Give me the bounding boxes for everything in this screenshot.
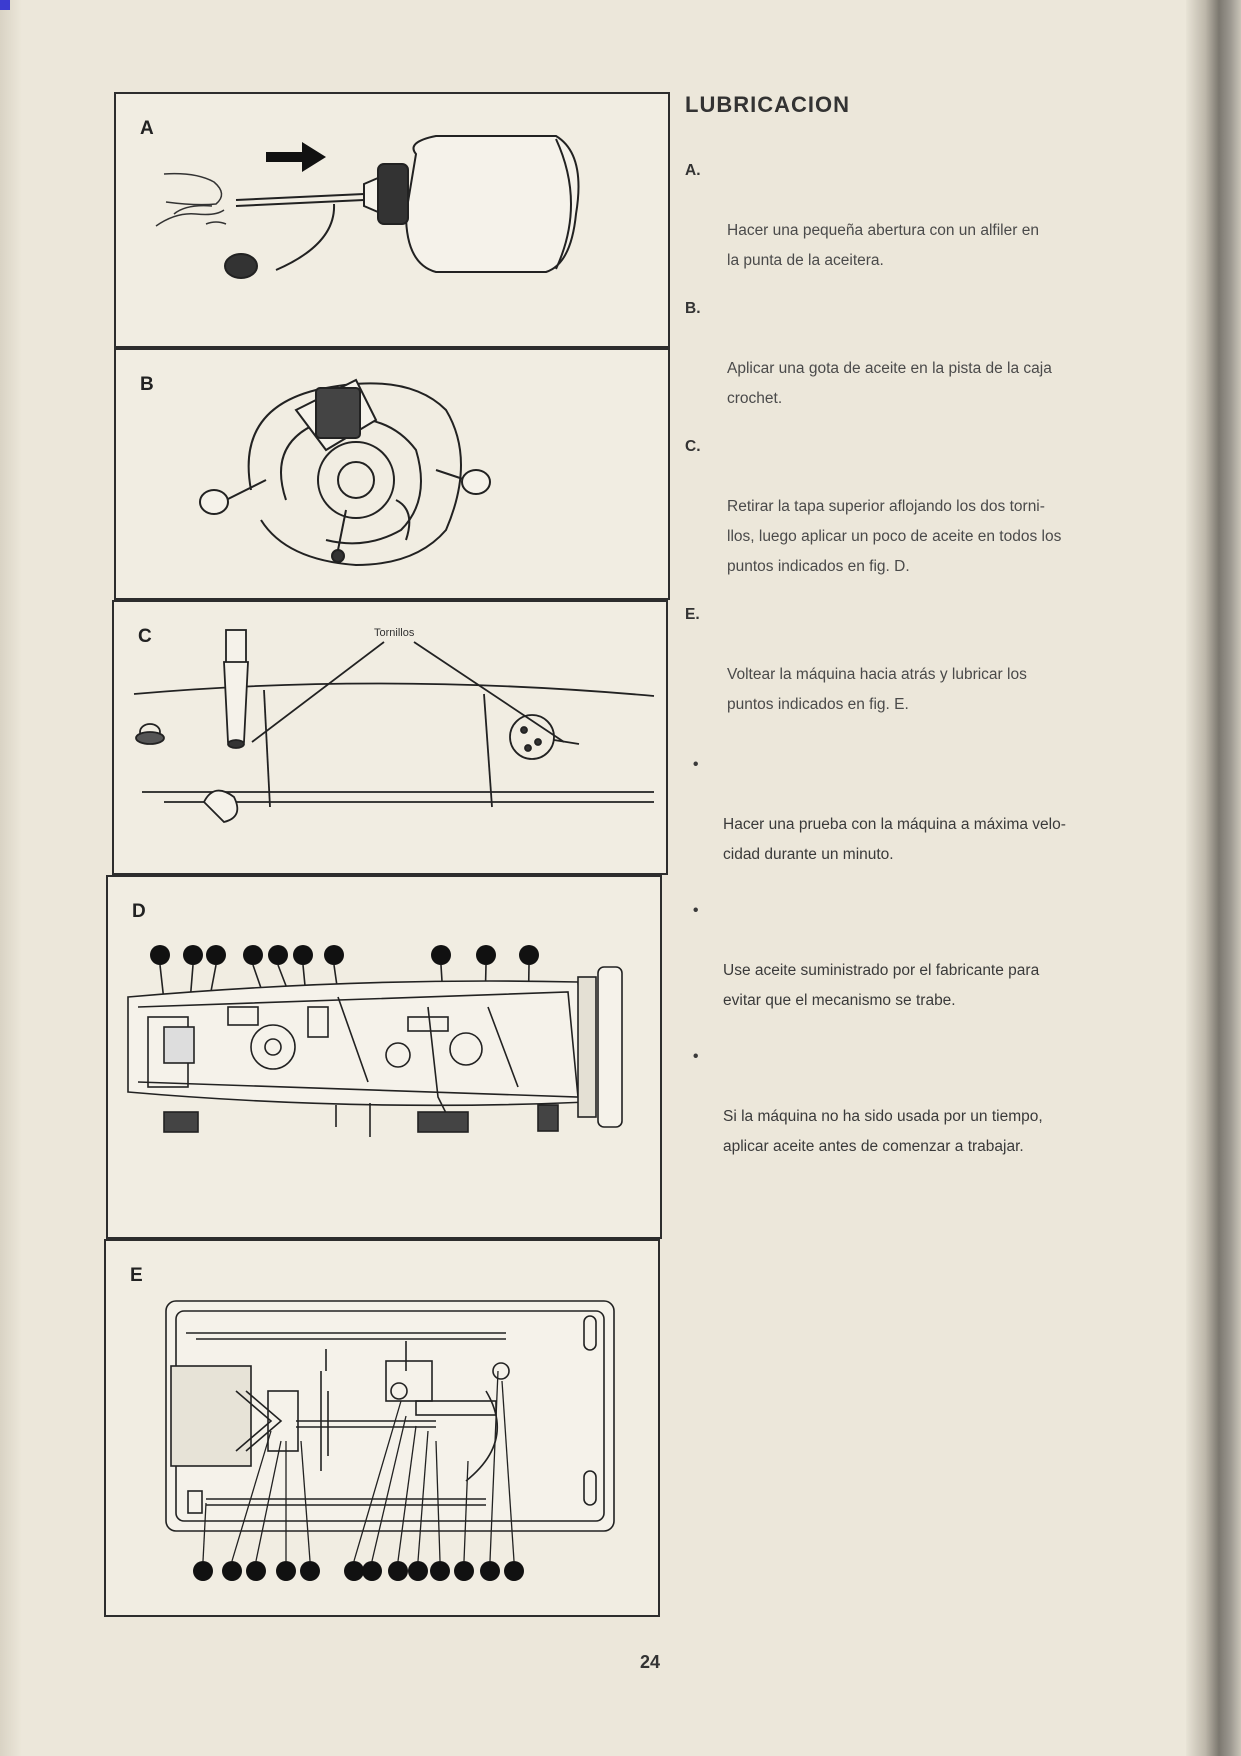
oil-point-dot-icon — [454, 1561, 474, 1581]
oil-point-leader-lines — [202, 1370, 515, 1562]
page-edge-shadow — [0, 0, 22, 1756]
page-title: LUBRICACION — [685, 92, 850, 117]
oil-point-dot-icon — [193, 1561, 213, 1581]
oil-point-dot-icon — [268, 945, 288, 965]
note-speed-test: • Hacer una prueba con la máquina a máxi… — [685, 750, 1200, 870]
note-oil-type: • Use aceite suministrado por el fabrica… — [685, 896, 1200, 1016]
figure-e-underside-illustration — [165, 1300, 615, 1581]
instruction-b: B. Aplicar una gota de aceite en la pist… — [685, 294, 1200, 414]
oil-point-dots-bottom — [193, 1561, 524, 1581]
oil-point-dot-icon — [300, 1561, 320, 1581]
instruction-c: C. Retirar la tapa superior aflojando lo… — [685, 432, 1200, 582]
instruction-text: Hacer una pequeña abertura con un alfile… — [727, 222, 1039, 269]
oil-point-dot-icon — [246, 1561, 266, 1581]
hand-illustration — [155, 172, 227, 227]
figure-a-label: A — [140, 118, 154, 139]
oil-point-dots-top — [150, 945, 539, 965]
page-number: 24 — [640, 1652, 661, 1672]
instruction-label: C. — [685, 438, 701, 455]
arrow-right-icon — [266, 142, 326, 172]
instructions-column: LUBRICACION A. Hacer una pequeña abertur… — [685, 92, 1200, 1188]
scan-corner-mark — [0, 0, 10, 10]
bullet-icon: • — [693, 756, 699, 773]
oil-point-dot-icon — [476, 945, 496, 965]
screws-callout-label: Tornillos — [374, 627, 415, 639]
note-text: Use aceite suministrado por el fabricant… — [723, 962, 1040, 1009]
instruction-e: E. Voltear la máquina hacia atrás y lubr… — [685, 600, 1200, 720]
figure-b-panel: B — [114, 348, 670, 600]
instruction-text: Voltear la máquina hacia atrás y lubrica… — [727, 666, 1027, 713]
instruction-label: B. — [685, 300, 701, 317]
figure-b-label: B — [140, 374, 154, 395]
figure-a-panel: A — [114, 92, 670, 348]
note-text: Si la máquina no ha sido usada por un ti… — [723, 1108, 1043, 1155]
oil-point-dot-icon — [206, 945, 226, 965]
oil-point-dot-icon — [408, 1561, 428, 1581]
instruction-label: A. — [685, 162, 701, 179]
oil-point-dot-icon — [243, 945, 263, 965]
oil-point-dot-icon — [430, 1561, 450, 1581]
oil-point-dot-icon — [344, 1561, 364, 1581]
oil-point-dot-icon — [324, 945, 344, 965]
oil-point-dot-icon — [480, 1561, 500, 1581]
figure-a-oil-can-illustration — [155, 135, 580, 279]
instruction-a: A. Hacer una pequeña abertura con un alf… — [685, 156, 1200, 276]
figure-c-top-cover-illustration: Tornillos — [133, 627, 655, 823]
oil-point-dot-icon — [388, 1561, 408, 1581]
note-text: Hacer una prueba con la máquina a máxima… — [723, 816, 1066, 863]
figure-column: A B — [104, 92, 670, 1617]
instruction-label: E. — [685, 606, 700, 623]
oil-can-icon — [224, 135, 580, 279]
oil-point-dot-icon — [504, 1561, 524, 1581]
note-unused-machine: • Si la máquina no ha sido usada por un … — [685, 1042, 1200, 1162]
figure-d-label: D — [132, 901, 146, 922]
oil-point-dot-icon — [431, 945, 451, 965]
oil-point-dot-icon — [150, 945, 170, 965]
figure-c-label: C — [138, 626, 152, 647]
oil-point-dot-icon — [222, 1561, 242, 1581]
oil-point-dot-icon — [293, 945, 313, 965]
figure-b-shuttle-illustration — [199, 378, 491, 567]
instruction-text: Retirar la tapa superior aflojando los d… — [727, 498, 1062, 575]
instruction-text: Aplicar una gota de aceite en la pista d… — [727, 360, 1052, 407]
oil-point-dot-icon — [362, 1561, 382, 1581]
bullet-icon: • — [693, 1048, 699, 1065]
oil-point-dot-icon — [276, 1561, 296, 1581]
figure-d-panel: D — [106, 875, 662, 1239]
oil-point-dot-icon — [183, 945, 203, 965]
oil-point-dot-icon — [519, 945, 539, 965]
figure-d-mechanism-top-illustration — [127, 945, 623, 1137]
bullet-icon: • — [693, 902, 699, 919]
figure-e-label: E — [130, 1265, 143, 1286]
figure-c-panel: C Tornillos — [112, 600, 668, 875]
figure-e-panel: E — [104, 1239, 660, 1617]
book-binding-shadow — [1186, 0, 1241, 1756]
